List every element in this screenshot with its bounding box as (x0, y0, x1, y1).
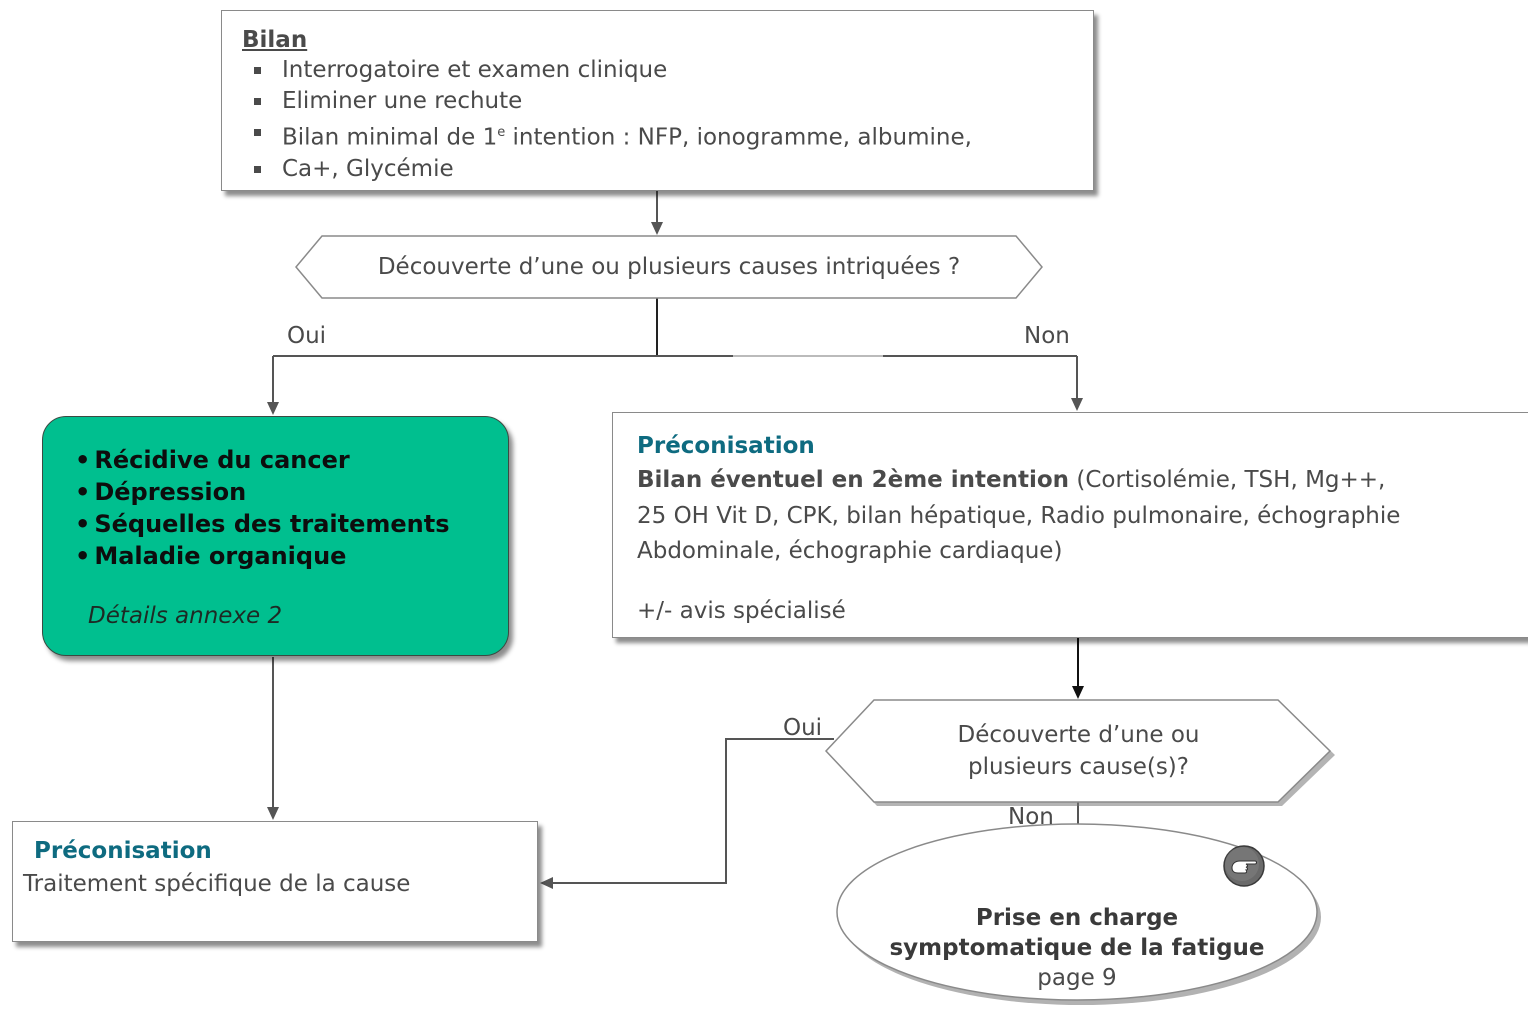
decision2-line1: Découverte d’une ou (957, 722, 1200, 748)
bullet-icon (254, 67, 261, 74)
bullet-icon (254, 98, 261, 105)
bilan-item-text-rest: intention : NFP, ionogramme, albumine, (505, 124, 972, 151)
bullet-icon: • (75, 478, 91, 506)
bilan-item: Interrogatoire et examen clinique (242, 55, 1093, 86)
cause-item-text: Séquelles des traitements (94, 510, 450, 538)
bullet-icon: • (75, 446, 91, 474)
connector-oui-to-treatment (540, 739, 727, 889)
preconisation-right-bold: Bilan éventuel en 2ème intention (637, 467, 1070, 493)
final-line2: symptomatique de la fatigue (889, 935, 1265, 961)
preconisation-right-line4: +/- avis spécialisé (637, 598, 846, 624)
cause-item-text: Dépression (94, 478, 247, 506)
preconisation-left-text: Traitement spécifique de la cause (23, 871, 411, 897)
bilan-item-text: Ca+, Glycémie (282, 155, 454, 182)
preconisation-right-box: Préconisation Bilan éventuel en 2ème int… (612, 412, 1528, 638)
bilan-item: Bilan minimal de 1e intention : NFP, ion… (242, 117, 1093, 154)
bullet-icon (254, 129, 261, 136)
pointing-hand-icon (1223, 845, 1265, 887)
bilan-item: Eliminer une rechute (242, 86, 1093, 117)
decision1-text: Découverte d’une ou plusieurs causes int… (377, 254, 961, 280)
final-step: Prise en charge symptomatique de la fati… (835, 823, 1319, 1003)
preconisation-right-line3: Abdominale, échographie cardiaque) (637, 538, 1063, 564)
preconisation-right-line1: Bilan éventuel en 2ème intention (Cortis… (637, 467, 1385, 493)
causes-list: •Récidive du cancer •Dépression •Séquell… (75, 444, 450, 572)
bilan-title: Bilan (242, 27, 308, 53)
bullet-icon: • (75, 510, 91, 538)
final-ellipse (836, 823, 1318, 1001)
branch-non-label: Non (1024, 323, 1070, 349)
cause-item-text: Maladie organique (94, 542, 347, 570)
preconisation-right-line2: 25 OH Vit D, CPK, bilan hépatique, Radio… (637, 503, 1401, 529)
cause-item: •Séquelles des traitements (75, 508, 450, 540)
decision2: Découverte d’une ou plusieurs cause(s)? (826, 700, 1331, 802)
decision2-line2: plusieurs cause(s)? (967, 754, 1189, 780)
preconisation-left-title: Préconisation (34, 838, 212, 864)
preconisation-right-title: Préconisation (637, 433, 815, 459)
cause-item: •Récidive du cancer (75, 444, 450, 476)
cause-item-text: Récidive du cancer (94, 446, 350, 474)
preconisation-right-line1-rest: (Cortisolémie, TSH, Mg++, (1069, 467, 1386, 493)
cause-item: •Maladie organique (75, 540, 450, 572)
bilan-item-text: Eliminer une rechute (282, 88, 523, 114)
annex-note: Détails annexe 2 (88, 603, 283, 629)
bilan-item-text: Bilan minimal de 1 (282, 124, 498, 151)
cause-item: •Dépression (75, 476, 450, 508)
final-page-link: page 9 (1037, 965, 1117, 991)
bilan-item: Ca+, Glycémie (242, 154, 1093, 185)
bilan-item-sup: e (497, 125, 506, 140)
causes-box: •Récidive du cancer •Dépression •Séquell… (42, 416, 509, 656)
preconisation-left-box: Préconisation Traitement spécifique de l… (12, 821, 538, 942)
decision2-non-label: Non (1008, 804, 1054, 830)
bilan-item-text: Interrogatoire et examen clinique (282, 57, 668, 83)
bullet-icon (254, 165, 261, 173)
decision1: Découverte d’une ou plusieurs causes int… (296, 236, 1042, 298)
decision-shape-1 (295, 235, 1043, 299)
final-step-text: Prise en charge symptomatique de la fati… (835, 903, 1319, 993)
decision-shape-2 (824, 699, 1332, 803)
decision2-oui-label: Oui (783, 715, 823, 741)
branch-oui-label: Oui (287, 323, 327, 349)
bilan-box: Bilan Interrogatoire et examen clinique … (221, 10, 1094, 191)
bullet-icon: • (75, 542, 91, 570)
bilan-list: Interrogatoire et examen clinique Elimin… (242, 55, 1093, 185)
decision2-text: Découverte d’une ou plusieurs cause(s)? (826, 700, 1331, 802)
final-line1: Prise en charge (975, 905, 1179, 931)
